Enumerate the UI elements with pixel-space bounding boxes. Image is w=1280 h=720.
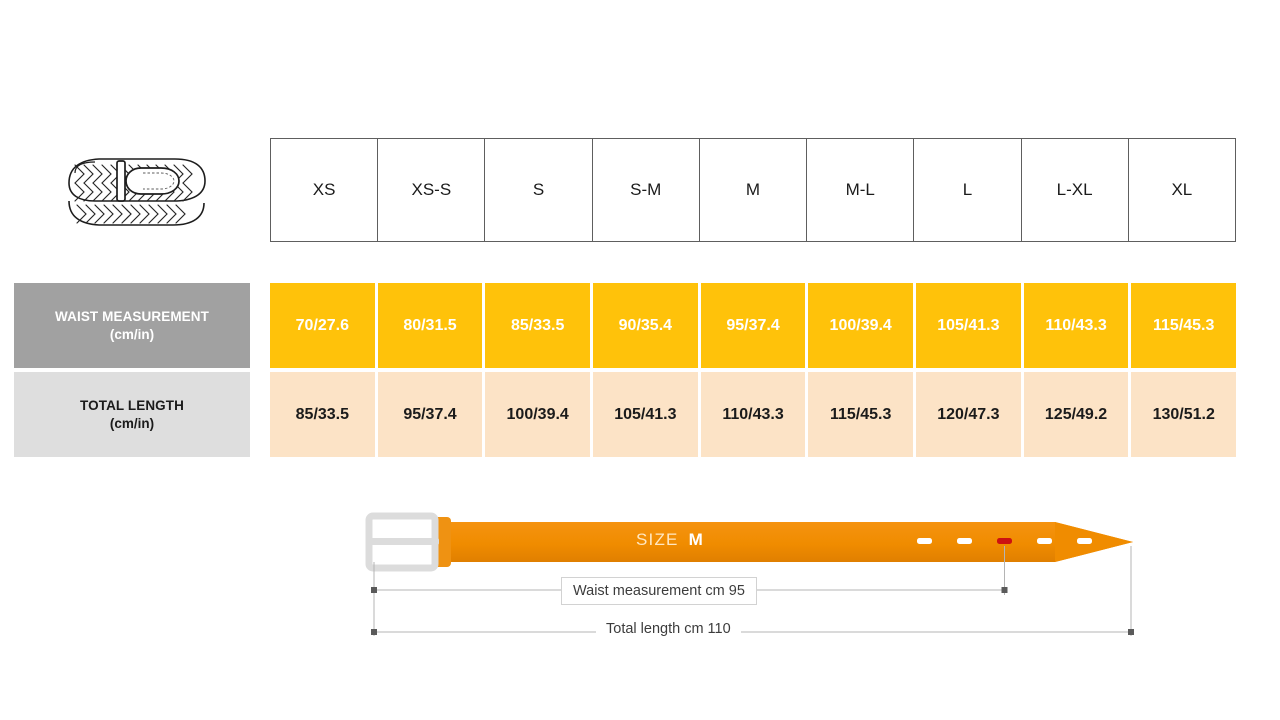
waist-value-cell: 105/41.3: [916, 283, 1021, 368]
belt-strap: [425, 522, 1133, 562]
total-length-dimension-label: Total length cm 110: [596, 618, 741, 640]
belt-buckle-prong-bar: [369, 538, 439, 545]
waist-value-cell: 85/33.5: [485, 283, 591, 368]
length-value-cell: 100/39.4: [485, 372, 591, 457]
size-header-cell: M: [700, 139, 808, 241]
waist-value-track: 70/27.6 80/31.5 85/33.5 90/35.4 95/37.4 …: [270, 283, 1237, 368]
belt-hole: [917, 538, 932, 544]
length-value-cell: 110/43.3: [700, 372, 806, 457]
length-value-cell: 115/45.3: [808, 372, 914, 457]
length-value-cell: 120/47.3: [916, 372, 1021, 457]
total-dim-tick-right: [1128, 629, 1134, 635]
size-header-table: XS XS-S S S-M M M-L L L-XL XL: [270, 138, 1236, 242]
waist-value-cell: 70/27.6: [270, 283, 375, 368]
waist-value-cell: 80/31.5: [377, 283, 483, 368]
length-value-cell: 105/41.3: [593, 372, 698, 457]
size-header-cell: XS-S: [378, 139, 486, 241]
waist-measurement-row: WAIST MEASUREMENT (cm/in) 70/27.6 80/31.…: [14, 283, 1237, 368]
total-length-label: TOTAL LENGTH (cm/in): [14, 372, 250, 457]
waist-value-cell: 95/37.4: [700, 283, 806, 368]
size-header-cell: S-M: [593, 139, 700, 241]
size-header-cell: XL: [1171, 180, 1193, 199]
belt-hole: [957, 538, 972, 544]
total-length-value-track: 85/33.5 95/37.4 100/39.4 105/41.3 110/43…: [270, 372, 1237, 457]
waist-value-cell: 90/35.4: [593, 283, 698, 368]
belt-hole-active: [997, 538, 1012, 544]
size-header-cell: L: [914, 139, 1022, 241]
row-label-unit: (cm/in): [109, 415, 155, 431]
size-header-cell: M-L: [807, 139, 915, 241]
waist-dimension-label: Waist measurement cm 95: [561, 577, 757, 605]
belt-measurement-diagram: [365, 512, 1134, 636]
belt-hole: [1037, 538, 1052, 544]
length-value-cell: 85/33.5: [270, 372, 375, 457]
waist-measurement-label: WAIST MEASUREMENT (cm/in): [14, 283, 250, 368]
row-label-unit: (cm/in): [109, 326, 155, 342]
size-header-cell: XS: [271, 139, 379, 241]
total-dim-tick-left: [371, 629, 377, 635]
waist-value-cell: 110/43.3: [1023, 283, 1129, 368]
waist-dim-tick-right: [1001, 587, 1008, 593]
total-length-row: TOTAL LENGTH (cm/in) 85/33.5 95/37.4 100…: [14, 372, 1237, 457]
braided-belt-icon: [68, 158, 206, 226]
row-label-main: WAIST MEASUREMENT: [55, 308, 209, 324]
waist-value-cell: 115/45.3: [1131, 283, 1237, 368]
belt-hole: [1077, 538, 1092, 544]
waist-dim-tick-left: [371, 587, 377, 593]
length-value-cell: 125/49.2: [1023, 372, 1129, 457]
waist-value-cell: 100/39.4: [808, 283, 914, 368]
belt-tip-edge: [1055, 522, 1133, 562]
size-header-cell: L-XL: [1022, 139, 1129, 241]
length-value-cell: 95/37.4: [377, 372, 483, 457]
size-header-cell: S: [485, 139, 593, 241]
length-value-cell: 130/51.2: [1131, 372, 1237, 457]
row-label-main: TOTAL LENGTH: [80, 397, 184, 413]
